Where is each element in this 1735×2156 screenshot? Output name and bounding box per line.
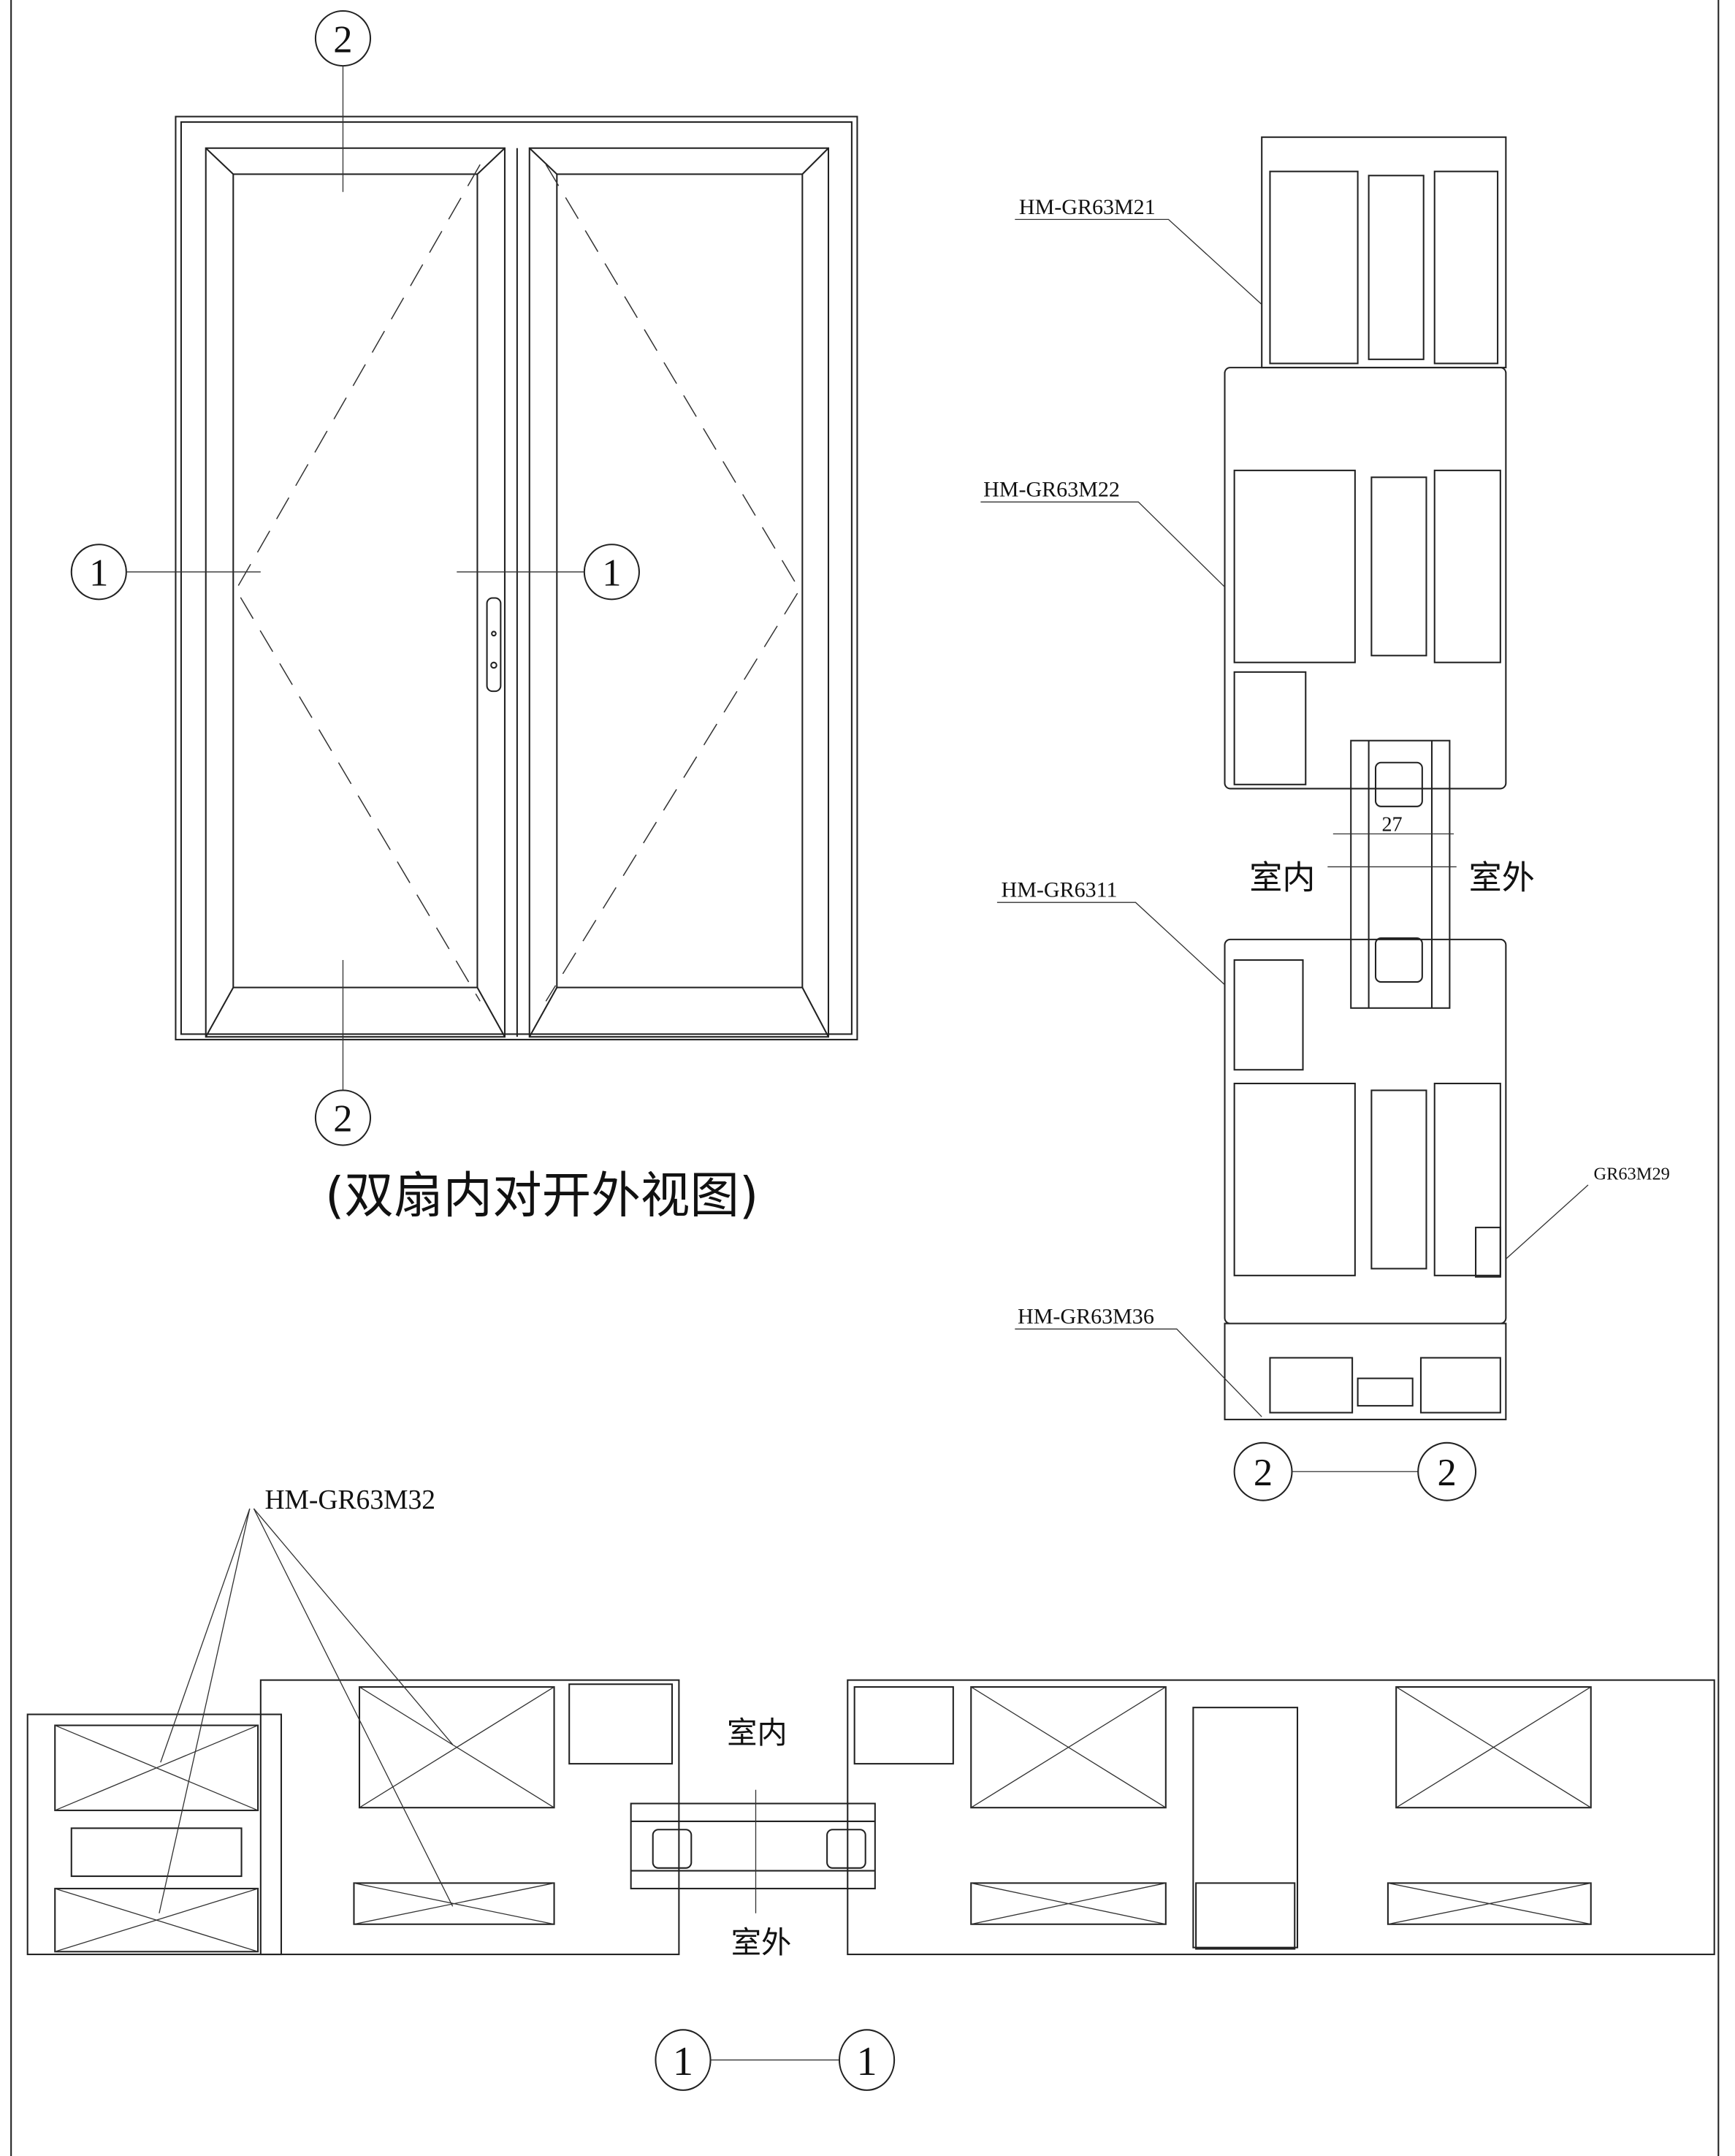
section-2-2: 27 室内 室外: [1224, 136, 1535, 1420]
label-gr63m29: GR63M29: [1593, 1164, 1669, 1184]
marker-2-bottom: 2: [314, 960, 372, 1146]
label-hm-gr63m21: HM-GR63M21: [1019, 195, 1156, 219]
marker-1-1: 1 1: [655, 2029, 896, 2091]
right-sash: [528, 147, 830, 1038]
left-sash: [205, 147, 506, 1038]
section-2-2-labels: HM-GR63M21 HM-GR63M22 HM-GR6311 GR63M29 …: [980, 195, 1670, 1417]
outdoor-label: 室外: [731, 1925, 792, 1960]
indoor-label: 室内: [1249, 858, 1315, 896]
opening-direction-right: [545, 164, 801, 1002]
outer-frame: [175, 115, 858, 1040]
marker-2-2: 2 2: [1233, 1441, 1477, 1501]
svg-text:2: 2: [1437, 1452, 1456, 1494]
left-glass: [232, 173, 478, 989]
label-hm-gr63m32: HM-GR63M32: [264, 1485, 435, 1515]
elevation-caption: (双扇内对开外视图): [325, 1166, 758, 1224]
marker-1-left: 1: [70, 544, 261, 601]
label-hm-gr63m36: HM-GR63M36: [1018, 1305, 1154, 1329]
marker-2-top: 2: [314, 9, 372, 192]
svg-text:1: 1: [673, 2039, 693, 2084]
svg-text:1: 1: [602, 552, 621, 595]
opening-direction-left: [235, 164, 481, 1002]
glass-unit: [630, 1802, 876, 1889]
glass-dimension: 27: [1381, 814, 1402, 837]
svg-text:1: 1: [856, 2039, 877, 2084]
door-elevation: [175, 115, 858, 1040]
svg-text:1: 1: [89, 552, 108, 595]
section-1-1: 室内 室外: [26, 1679, 1715, 1960]
section-1-1-label: HM-GR63M32: [159, 1485, 454, 1913]
label-hm-gr6311: HM-GR6311: [1002, 878, 1118, 902]
label-hm-gr63m22: HM-GR63M22: [983, 478, 1120, 502]
marker-1-right: 1: [457, 544, 640, 601]
right-glass: [556, 173, 804, 989]
svg-text:2: 2: [333, 18, 352, 61]
glass-unit: [1350, 739, 1451, 1009]
svg-text:2: 2: [333, 1098, 352, 1140]
indoor-label: 室内: [727, 1715, 788, 1751]
svg-text:2: 2: [1254, 1452, 1273, 1494]
door-handle: [486, 597, 502, 693]
outdoor-label: 室外: [1469, 858, 1535, 896]
